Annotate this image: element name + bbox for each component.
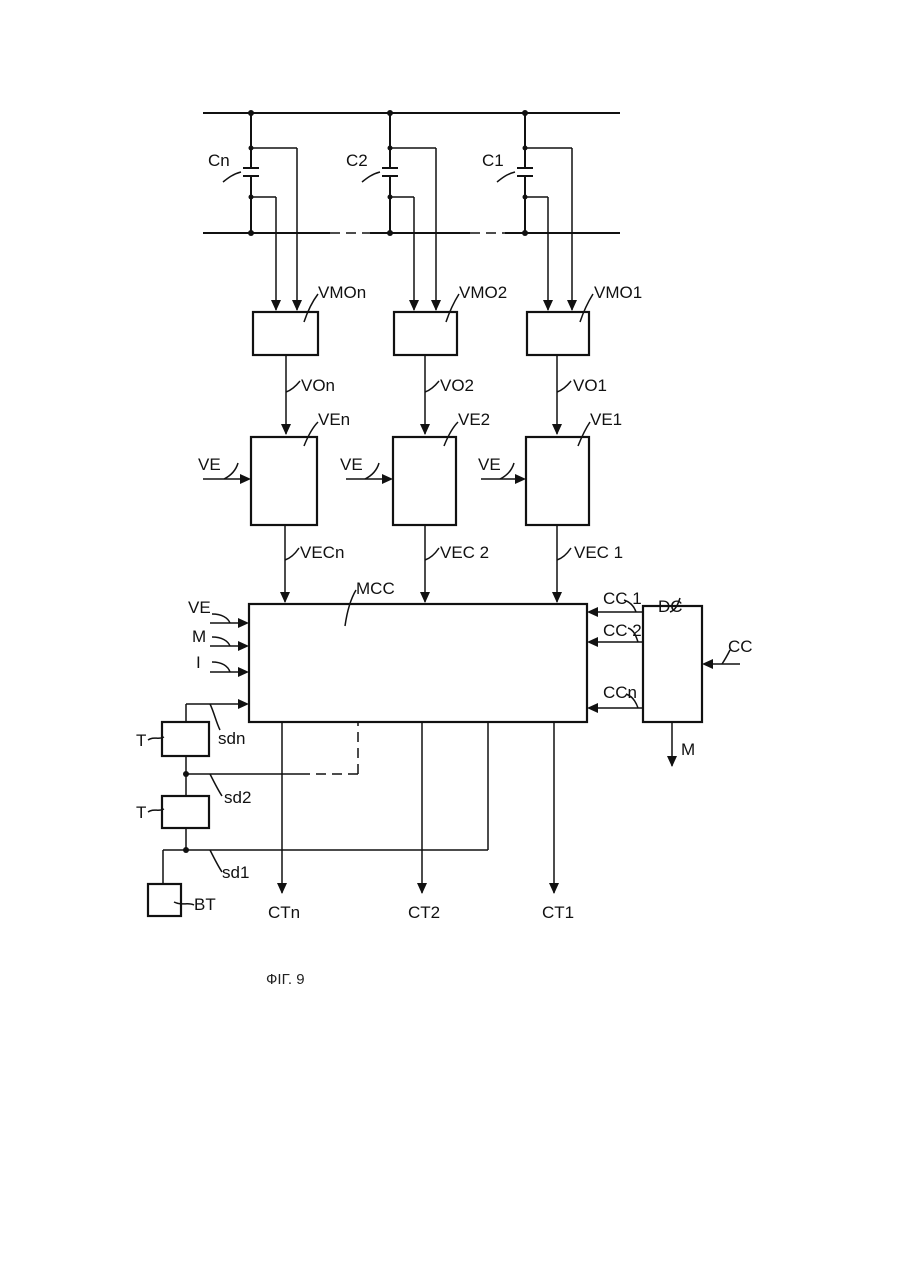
dc-block: DC [643, 597, 702, 722]
ve-block-1: VE1 VE [478, 410, 622, 525]
vec-label: VEC 1 [574, 543, 623, 562]
vec-label: VEC 2 [440, 543, 489, 562]
sd1-line: sd1 [163, 722, 488, 884]
dc-output-cc1: CC 1 [587, 589, 643, 617]
figure-caption: ФIГ. 9 [266, 971, 305, 988]
ve-block-n: VEn VE [198, 410, 350, 525]
vo-label: VOn [301, 376, 335, 395]
vo-label: VO2 [440, 376, 474, 395]
vm-label: VMO1 [594, 283, 642, 302]
ct-label: CTn [268, 903, 300, 922]
mcc-input-label: I [196, 653, 201, 672]
vm-block-2: VMO2 [394, 283, 507, 355]
timer-label: T [136, 803, 146, 822]
timer-label: T [136, 731, 146, 750]
ve-input-label: VE [478, 455, 501, 474]
vm-label: VMO2 [459, 283, 507, 302]
timer-lower: T [136, 796, 209, 828]
bt-block: BT [148, 884, 216, 916]
sd-label: sd1 [222, 863, 249, 882]
capacitor-cn: Cn [208, 110, 302, 311]
capacitor-label: C1 [482, 151, 504, 170]
ve-label: VEn [318, 410, 350, 429]
dc-output-label: CCn [603, 683, 637, 702]
dc-label: DC [658, 597, 683, 616]
capacitor-c1: C1 [482, 110, 577, 311]
vm-block-1: VMO1 [527, 283, 642, 355]
ve-input-label: VE [340, 455, 363, 474]
ct-output-n: CTn [268, 722, 300, 922]
mcc-input-ve: VE [188, 598, 249, 628]
dc-input-cc: CC [702, 637, 753, 669]
mcc-input-label: M [192, 627, 206, 646]
dc-output-label: CC 2 [603, 621, 642, 640]
dc-input-label: CC [728, 637, 753, 656]
capacitor-label: Cn [208, 151, 230, 170]
ct-output-1: CT1 [542, 722, 574, 922]
vm-block-n: VMOn [253, 283, 366, 355]
vec-connection-n: VECn [280, 525, 344, 603]
mcc-input-m: M [192, 627, 249, 651]
ct-output-2: CT2 [408, 722, 440, 922]
mcc-block: MCC [249, 579, 587, 722]
mcc-input-label: VE [188, 598, 211, 617]
vec-connection-2: VEC 2 [420, 525, 489, 603]
sd-label: sd2 [224, 788, 251, 807]
dc-output-label: CC 1 [603, 589, 642, 608]
capacitor-c2: C2 [346, 110, 441, 311]
bt-label: BT [194, 895, 216, 914]
sd-label: sdn [218, 729, 245, 748]
dc-output-ccn: CCn [587, 683, 643, 713]
vm-label: VMOn [318, 283, 366, 302]
capacitor-label: C2 [346, 151, 368, 170]
ct-label: CT2 [408, 903, 440, 922]
mcc-input-i: I [196, 653, 249, 677]
ve-label: VE1 [590, 410, 622, 429]
ve-block-2: VE2 VE [340, 410, 490, 525]
dc-output-m: M [667, 722, 695, 767]
timer-upper: T [136, 722, 209, 756]
ct-label: CT1 [542, 903, 574, 922]
ve-label: VE2 [458, 410, 490, 429]
vec-label: VECn [300, 543, 344, 562]
dc-m-label: M [681, 740, 695, 759]
ve-input-label: VE [198, 455, 221, 474]
dc-output-cc2: CC 2 [587, 621, 643, 647]
mcc-label: MCC [356, 579, 395, 598]
vo-label: VO1 [573, 376, 607, 395]
